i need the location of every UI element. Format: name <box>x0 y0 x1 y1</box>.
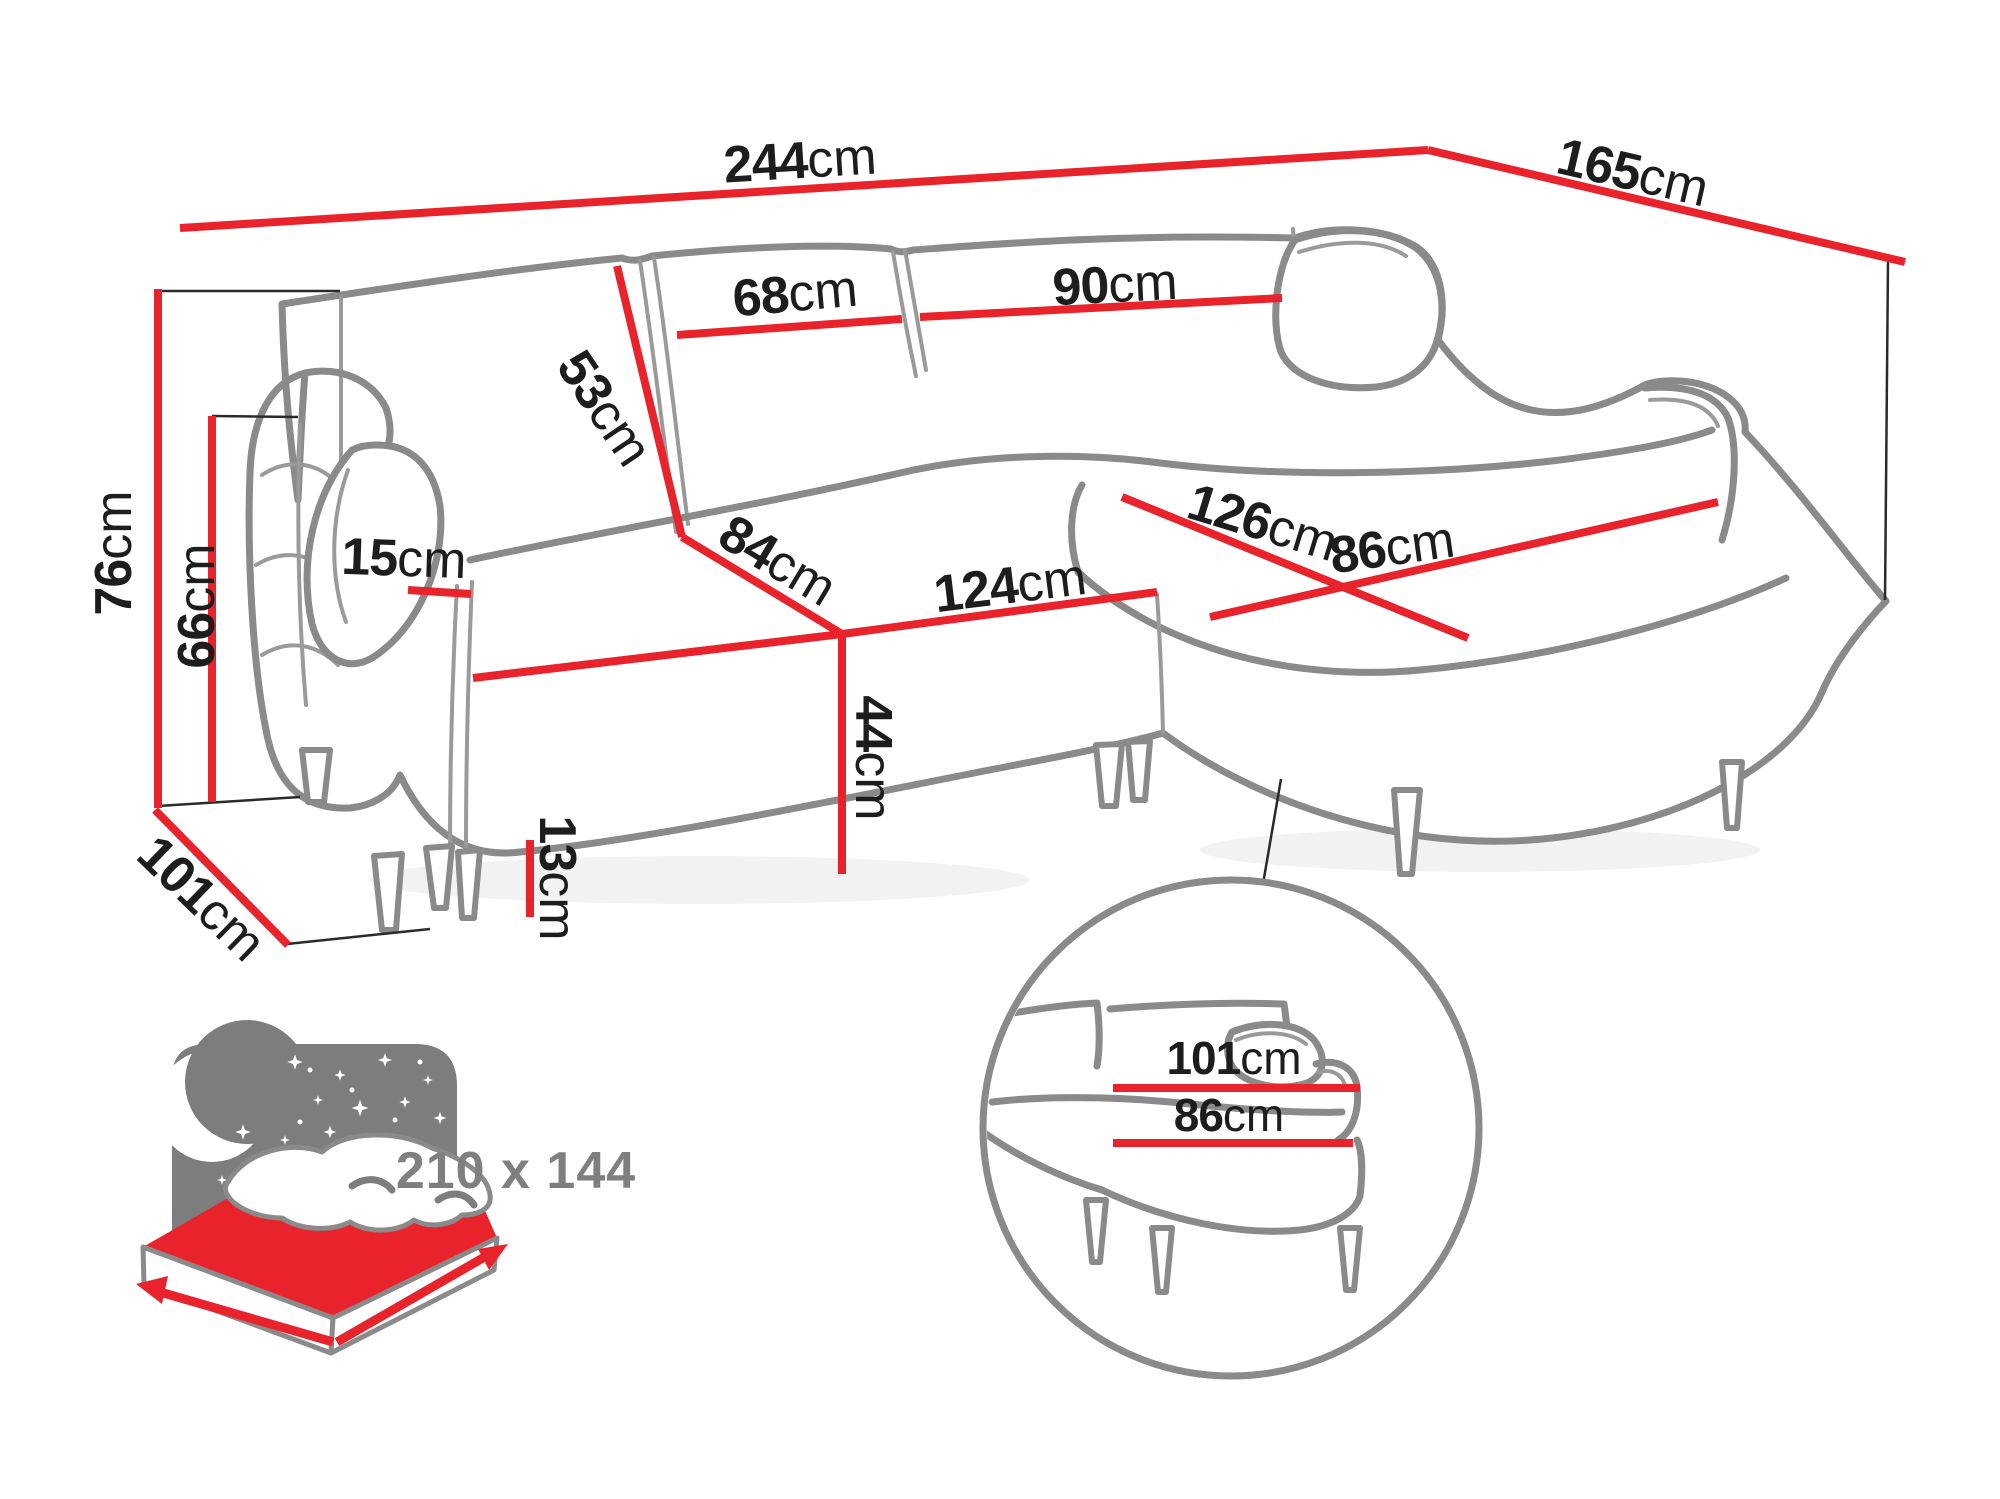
construction-lines <box>157 261 1890 946</box>
right-armrest-inner2 <box>1648 397 1720 428</box>
dim-backrest-line <box>613 265 686 538</box>
dim-arm-height-label: 66cm <box>168 543 226 668</box>
dim-seat-height-label: 44cm <box>844 695 902 820</box>
dim-arm-cushion-label: 15cm <box>340 528 467 590</box>
dimension-lines <box>152 146 1906 948</box>
dim-seat-width-line <box>841 588 1158 638</box>
seat-back-boundary <box>466 426 1716 564</box>
front-corner-line-b <box>464 580 474 848</box>
dim-cushion-large-line <box>919 294 1283 321</box>
dim-seat-depth-line <box>679 533 845 638</box>
corner-pillow <box>1272 227 1446 392</box>
back-cushion-seam-2b <box>903 248 928 372</box>
dim-total-width-label: 244cm <box>722 127 878 194</box>
size-arrows <box>136 1244 508 1347</box>
front-seam <box>1155 592 1165 735</box>
dim-total-width-line <box>179 146 1429 232</box>
dim-chaise-width-line <box>1209 498 1719 621</box>
dim-cushion-small-label: 68cm <box>730 260 860 329</box>
shadows <box>370 828 1760 904</box>
sofa-leg <box>455 847 483 921</box>
sofa-leg <box>1125 738 1153 803</box>
dim-seat-width-ext <box>472 630 843 682</box>
dim-chaise-length-line <box>1120 493 1470 642</box>
right-armrest-inner <box>1641 383 1738 544</box>
sofa-leg <box>423 843 455 911</box>
dim-total-depth-label: 165cm <box>1552 127 1714 218</box>
sofa-leg <box>1719 759 1745 831</box>
inset-leader-line <box>1261 778 1283 885</box>
left-armrest-crease <box>296 423 308 707</box>
sleeping-area-label: 210 x 144 <box>396 1142 636 1200</box>
armrest-pillow-fold <box>332 468 350 624</box>
back-cushion-seam-2 <box>891 250 918 378</box>
dim-cushion-large-label: 90cm <box>1051 253 1179 317</box>
dim-base-depth-line <box>152 807 291 948</box>
sofa-outline <box>245 226 1890 857</box>
dim-arm-cushion-line <box>407 586 472 598</box>
dim-seat-width-label: 124cm <box>931 548 1090 624</box>
front-corner-line-a <box>448 584 459 850</box>
magnifier-inset: 101cm 86cm <box>979 778 1483 1380</box>
dim-cushion-small-line <box>676 315 903 339</box>
bed-icon <box>136 1020 508 1356</box>
chaise-front-edge <box>1074 568 1790 676</box>
back-cushion-seam-1b <box>652 256 690 526</box>
inset-total-width-label: 101cm <box>1166 1032 1301 1084</box>
inset-seat-width-label: 86cm <box>1174 1089 1285 1141</box>
chaise-left-edge <box>1068 481 1086 576</box>
sofa-leg <box>299 747 333 805</box>
dim-height-label: 76cm <box>85 490 143 615</box>
dim-total-depth-line <box>1427 146 1906 266</box>
sofa-leg <box>1391 787 1423 877</box>
inset-drawing: 101cm 86cm <box>987 999 1366 1295</box>
corner-pillow-fold <box>1297 240 1408 258</box>
dim-leg-height-label: 13cm <box>528 815 586 940</box>
sofa-leg <box>1093 741 1125 809</box>
sofa-leg <box>371 851 405 933</box>
dimension-labels: 244cm 165cm 76cm 66cm 15cm 53cm 68cm 90c… <box>85 127 1714 972</box>
dim-base-depth-label: 101cm <box>126 825 276 973</box>
left-armrest-top <box>301 367 394 446</box>
dim-chaise-width-label: 86cm <box>1326 511 1458 586</box>
sofa-drawing <box>245 226 1890 933</box>
